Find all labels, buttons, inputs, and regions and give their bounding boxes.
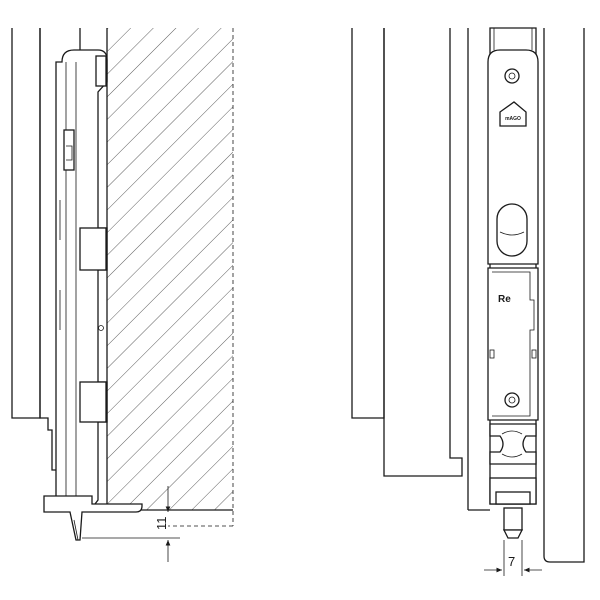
catch-tab <box>66 145 73 161</box>
catch-slot <box>63 129 75 171</box>
oblong-slot <box>496 203 528 257</box>
sash-profile <box>543 28 585 563</box>
dimension-label-11: 11 <box>154 517 169 531</box>
screw-hole <box>98 325 104 331</box>
top-screw <box>504 68 520 84</box>
bottom-screw-center <box>508 396 516 404</box>
logo-text: mAGO <box>505 116 521 122</box>
bottom-screw <box>504 392 520 408</box>
logo-icon <box>499 101 527 127</box>
tick-right-a <box>531 349 537 359</box>
pin-detail <box>73 519 79 541</box>
bracket-lower <box>79 381 107 423</box>
sash-hatch <box>107 28 233 510</box>
slot-inner-curve <box>499 231 525 236</box>
hinge-hardware-body <box>55 49 108 509</box>
bottom-block-inner <box>495 491 531 505</box>
claw-inner-top <box>501 430 523 435</box>
claw-inner-bottom <box>501 453 523 458</box>
bottom-foot <box>43 495 143 541</box>
bracket-upper <box>79 227 107 271</box>
left-section-view: 11 <box>11 28 234 562</box>
lower-plate-inner <box>492 271 535 417</box>
tick-left-a <box>489 349 495 359</box>
hinge-plate-lower <box>487 267 539 421</box>
right-front-view: mAGO Re 7 <box>351 27 585 576</box>
guide-pin-tip <box>502 529 524 539</box>
frame-outer-profile <box>11 28 41 419</box>
top-cap <box>95 55 107 87</box>
top-screw-center <box>508 72 516 80</box>
dimension-label-7: 7 <box>508 554 515 569</box>
claw-catch <box>489 423 537 465</box>
side-mark-label: Re <box>498 294 511 305</box>
frame-outer <box>351 28 385 419</box>
frame-middle <box>383 28 463 477</box>
frame-inner-profile <box>39 28 70 471</box>
guide-pin <box>503 507 523 531</box>
